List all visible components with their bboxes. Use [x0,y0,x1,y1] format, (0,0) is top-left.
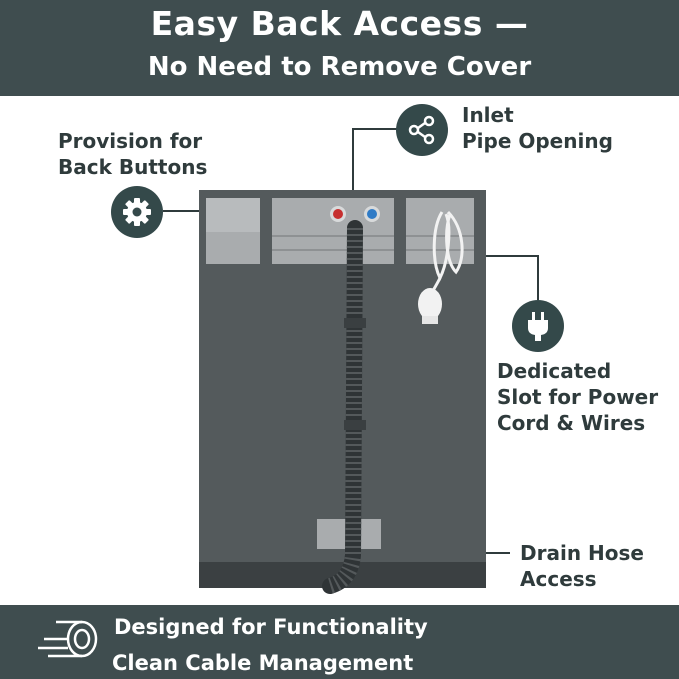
bottom-banner: Designed for Functionality Clean Cable M… [0,605,679,679]
footer-functionality-text: Designed for Functionality [114,615,428,639]
power-cord-slot [406,198,474,264]
top-banner: Easy Back Access — No Need to Remove Cov… [0,0,679,96]
pipe-connection-icon [396,104,448,156]
back-buttons-label: Provision for Back Buttons [58,129,208,179]
banner-subtitle: No Need to Remove Cover [147,52,532,82]
leader-lines [163,128,539,554]
cable-roll-icon [38,620,98,658]
power-plug [418,288,442,320]
banner-title: Easy Back Access — [150,4,529,43]
power-plug-icon [512,300,564,352]
drain-hose [322,220,363,594]
power-cord-label: Dedicated Slot for Power Cord & Wires [497,359,659,435]
gear-icon [111,186,163,238]
footer-cable-text: Clean Cable Management [112,651,414,675]
drain-hose-label: Drain Hose Access [520,541,644,591]
inlet-pipe-label: Inlet Pipe Opening [462,103,613,153]
